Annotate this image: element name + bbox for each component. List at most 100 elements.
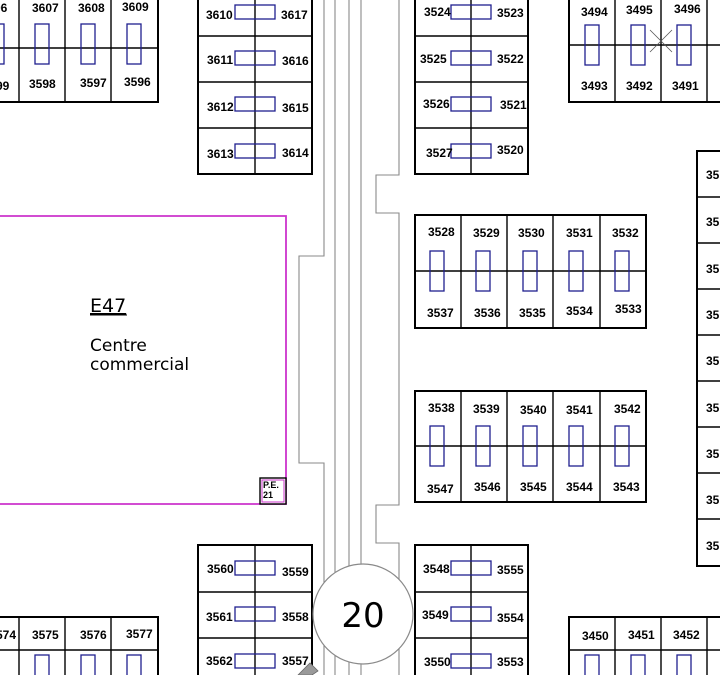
plot-label[interactable]: 3612 bbox=[207, 100, 234, 114]
plot-label[interactable]: 35 bbox=[706, 401, 720, 415]
plot-label[interactable]: 3555 bbox=[497, 563, 524, 577]
plot-label[interactable]: 35 bbox=[706, 493, 720, 507]
plot-label[interactable]: 3554 bbox=[497, 611, 524, 625]
plot-label[interactable]: 35 bbox=[706, 168, 720, 182]
plot-label[interactable]: 3545 bbox=[520, 480, 547, 494]
stall bbox=[126, 23, 142, 65]
plot-label[interactable]: 3533 bbox=[615, 302, 642, 316]
plot-label[interactable]: 3577 bbox=[126, 627, 153, 641]
plot-label[interactable]: 3550 bbox=[424, 655, 451, 669]
plot-label[interactable]: 06 bbox=[0, 1, 8, 15]
plot-label[interactable]: 3542 bbox=[614, 402, 641, 416]
stall bbox=[584, 24, 600, 66]
plot-label[interactable]: 3530 bbox=[518, 226, 545, 240]
plot-label[interactable]: 3561 bbox=[206, 610, 233, 624]
stall bbox=[450, 560, 492, 576]
plot-label[interactable]: 3614 bbox=[282, 146, 309, 160]
plot-label[interactable]: 3560 bbox=[207, 562, 234, 576]
plot-label[interactable]: 35 bbox=[706, 354, 720, 368]
plot-label[interactable]: 3495 bbox=[626, 3, 653, 17]
plot-label[interactable]: 3534 bbox=[566, 304, 593, 318]
block-d-labels: 3494 3495 3496 3493 3492 3491 bbox=[581, 2, 701, 93]
plot-label[interactable]: 3536 bbox=[474, 306, 501, 320]
stall bbox=[614, 250, 630, 292]
plot-label[interactable]: 3451 bbox=[628, 628, 655, 642]
plot-label[interactable]: 3597 bbox=[80, 76, 107, 90]
plot-label[interactable]: 3528 bbox=[428, 225, 455, 239]
plot-label[interactable]: 3557 bbox=[282, 654, 309, 668]
plot-label[interactable]: 3527 bbox=[426, 146, 453, 160]
plot-label[interactable]: 3562 bbox=[206, 654, 233, 668]
plot-label[interactable]: 35 bbox=[706, 215, 720, 229]
plot-label[interactable]: 3559 bbox=[282, 565, 309, 579]
plot-label[interactable]: 3543 bbox=[613, 480, 640, 494]
pe-plot[interactable] bbox=[259, 477, 287, 505]
plot-label[interactable]: 35 bbox=[706, 308, 720, 322]
block-g bbox=[197, 544, 313, 675]
block-b bbox=[197, 0, 313, 175]
plot-label[interactable]: 3521 bbox=[500, 98, 527, 112]
plot-label[interactable]: 3549 bbox=[422, 608, 449, 622]
plot-label[interactable]: 3541 bbox=[566, 403, 593, 417]
plot-label[interactable]: 3535 bbox=[519, 306, 546, 320]
plot-label[interactable]: 3598 bbox=[29, 77, 56, 91]
stall bbox=[234, 560, 276, 576]
plot-label[interactable]: 3616 bbox=[282, 54, 309, 68]
plot-label[interactable]: 3547 bbox=[427, 482, 454, 496]
plot-label[interactable]: 3532 bbox=[612, 226, 639, 240]
plot-label[interactable]: 574 bbox=[0, 628, 16, 642]
plot-label[interactable]: 3525 bbox=[420, 52, 447, 66]
stall bbox=[630, 24, 646, 66]
plot-label[interactable]: 3493 bbox=[581, 79, 608, 93]
plot-label[interactable]: 3537 bbox=[427, 306, 454, 320]
plot-label[interactable]: 3608 bbox=[78, 1, 105, 15]
stall bbox=[676, 654, 692, 675]
plot-label[interactable]: 3523 bbox=[497, 6, 524, 20]
stall bbox=[522, 250, 538, 292]
stall bbox=[429, 250, 445, 292]
plot-label[interactable]: 3452 bbox=[673, 628, 700, 642]
plot-label[interactable]: 3496 bbox=[674, 2, 701, 16]
plot-label[interactable]: 3526 bbox=[423, 97, 450, 111]
plot-label[interactable]: 3538 bbox=[428, 401, 455, 415]
plot-label[interactable]: 3558 bbox=[282, 610, 309, 624]
plot-label[interactable]: 3524 bbox=[424, 5, 451, 19]
plot-label[interactable]: 3492 bbox=[626, 79, 653, 93]
stall bbox=[450, 96, 492, 112]
plot-label[interactable]: 3576 bbox=[80, 628, 107, 642]
plot-label[interactable]: 3450 bbox=[582, 629, 609, 643]
plot-label[interactable]: 3540 bbox=[520, 403, 547, 417]
plot-label[interactable]: 35 bbox=[706, 539, 720, 553]
plot-label[interactable]: 3575 bbox=[32, 628, 59, 642]
stall bbox=[450, 653, 492, 669]
block-e-labels: 3528 3529 3530 3531 3532 3537 3536 3535 … bbox=[427, 225, 642, 320]
plot-label[interactable]: 3520 bbox=[497, 143, 524, 157]
plot-label[interactable]: 3607 bbox=[32, 1, 59, 15]
block-i-outline bbox=[0, 616, 159, 675]
plot-label[interactable]: 3544 bbox=[566, 480, 593, 494]
plot-label[interactable]: 3609 bbox=[122, 0, 149, 14]
block-a bbox=[0, 0, 159, 103]
plot-label[interactable]: 3617 bbox=[281, 8, 308, 22]
plot-label[interactable]: 3491 bbox=[672, 79, 699, 93]
plot-label[interactable]: 3613 bbox=[207, 147, 234, 161]
zone-e47[interactable]: E47 Centre commercial P.E. 21 bbox=[0, 215, 287, 505]
plot-label[interactable]: 3529 bbox=[473, 226, 500, 240]
plot-label[interactable]: 3610 bbox=[206, 8, 233, 22]
plot-label[interactable]: 3553 bbox=[497, 655, 524, 669]
block-j bbox=[568, 616, 720, 675]
plot-label[interactable]: 35 bbox=[706, 262, 720, 276]
plot-label[interactable]: 35 bbox=[706, 447, 720, 461]
plot-label[interactable]: 99 bbox=[0, 79, 10, 93]
road-marker[interactable]: 20 bbox=[312, 563, 414, 665]
plot-label[interactable]: 3546 bbox=[474, 480, 501, 494]
plot-label[interactable]: 3611 bbox=[207, 53, 233, 67]
plot-label[interactable]: 3548 bbox=[423, 562, 450, 576]
plot-label[interactable]: 3531 bbox=[566, 226, 593, 240]
plot-label[interactable]: 3596 bbox=[124, 75, 151, 89]
stall bbox=[34, 654, 50, 675]
plot-label[interactable]: 3615 bbox=[282, 101, 309, 115]
plot-label[interactable]: 3522 bbox=[497, 52, 524, 66]
plot-label[interactable]: 3539 bbox=[473, 402, 500, 416]
plot-label[interactable]: 3494 bbox=[581, 5, 608, 19]
